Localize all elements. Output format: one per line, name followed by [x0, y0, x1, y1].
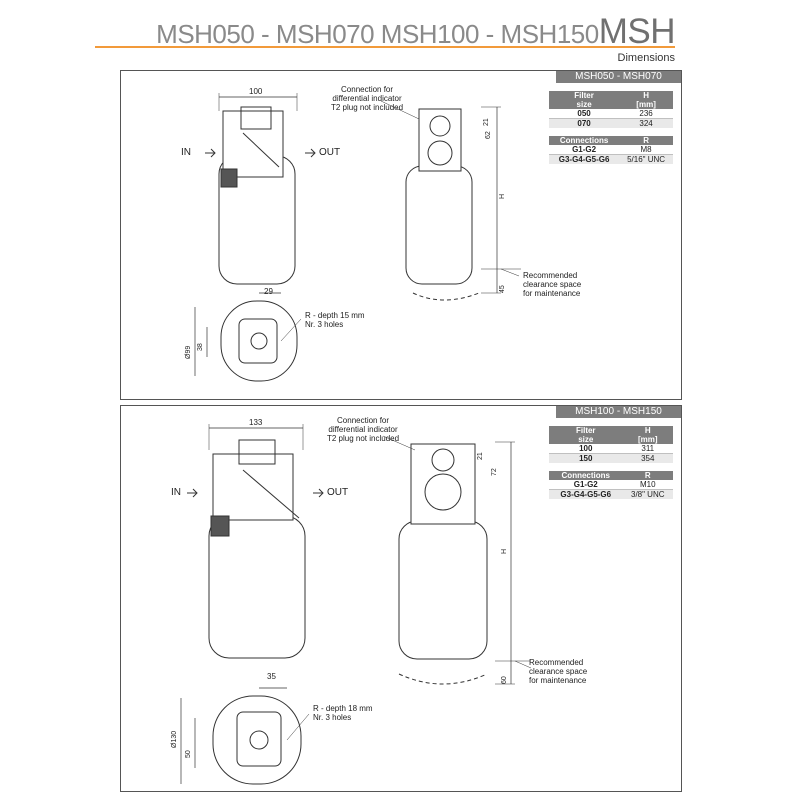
port-circle-upper — [431, 448, 455, 472]
dim-upper: 62 — [485, 131, 492, 139]
out-arrow-icon — [305, 148, 316, 158]
dim-side: 35 — [267, 672, 276, 681]
clearance-outline — [398, 673, 488, 685]
dim-width: 100 — [249, 87, 263, 96]
dimensions-panel-small: MSH050 - MSH070 100 I — [120, 70, 682, 400]
th-r: R — [643, 136, 649, 145]
port-circle-upper — [429, 115, 451, 137]
section-hatch — [210, 515, 230, 537]
technical-drawing — [180, 424, 532, 785]
dim-side: 29 — [264, 287, 273, 296]
panel-title: MSH100 - MSH150 — [556, 406, 681, 418]
filter-bowl — [208, 515, 306, 659]
holes-note: R - depth 15 mm Nr. 3 holes — [305, 311, 365, 329]
top-view-body — [212, 695, 302, 785]
filter-head — [212, 453, 294, 521]
in-label: IN — [171, 487, 181, 498]
indicator-port — [240, 106, 272, 130]
section-hatch — [220, 168, 238, 188]
th-connections: Connections — [561, 471, 610, 480]
top-view-flange — [238, 318, 278, 364]
holes-note: R - depth 18 mm Nr. 3 holes — [313, 704, 373, 722]
dimensions-panel-large: MSH100 - MSH150 133 IN OUT Connection — [120, 405, 682, 792]
top-view-body — [220, 300, 298, 382]
head-edge — [242, 132, 280, 168]
dim-width: 133 — [249, 418, 263, 427]
dim-h: H — [501, 548, 508, 554]
port-circle-lower — [427, 140, 453, 166]
dim-clear: 45 — [499, 285, 506, 293]
section-subtitle: Dimensions — [617, 52, 675, 64]
clearance-note: Recommended clearance space for maintena… — [523, 271, 582, 298]
clearance-note: Recommended clearance space for maintena… — [529, 658, 588, 685]
technical-drawing — [194, 93, 521, 382]
dim-vert: 38 — [197, 343, 204, 351]
side-bowl — [398, 520, 488, 660]
out-arrow-icon — [313, 488, 324, 498]
out-label: OUT — [327, 487, 349, 498]
dim-diam: Ø99 — [185, 345, 192, 359]
out-label: OUT — [319, 147, 341, 158]
dim-diam: Ø130 — [171, 730, 178, 748]
th-h: H[mm] — [636, 91, 656, 109]
filter-head — [222, 110, 284, 178]
series-name: MSH — [598, 12, 676, 51]
page-title: MSH050 - MSH070 MSH100 - MSH150MSH — [156, 12, 675, 52]
th-connections: Connections — [559, 136, 609, 145]
connection-note: Connection for differential indicator T2… — [331, 85, 404, 112]
side-head — [418, 108, 462, 172]
in-arrow-icon — [187, 488, 198, 498]
model-range: MSH050 - MSH070 MSH100 - MSH150 — [156, 19, 599, 49]
dim-h: H — [499, 193, 506, 199]
dim-top: 21 — [477, 452, 484, 460]
th-h: H[mm] — [637, 426, 658, 444]
top-view-flange — [236, 711, 282, 767]
port-circle-lower — [424, 473, 462, 511]
dim-clear: 60 — [501, 676, 508, 684]
dim-upper: 72 — [491, 468, 498, 476]
in-label: IN — [181, 147, 191, 158]
dim-top: 21 — [483, 118, 490, 126]
clearance-outline — [412, 292, 480, 301]
indicator-port — [238, 439, 276, 465]
dim-vert: 50 — [185, 750, 192, 758]
panel-title: MSH050 - MSH070 — [556, 71, 681, 83]
th-r: R — [644, 471, 651, 480]
header-divider — [95, 46, 675, 48]
head-edge — [242, 469, 300, 519]
connection-note: Connection for differential indicator T2… — [327, 416, 400, 443]
side-bowl — [405, 165, 473, 285]
in-arrow-icon — [205, 148, 216, 158]
side-head — [410, 443, 476, 525]
